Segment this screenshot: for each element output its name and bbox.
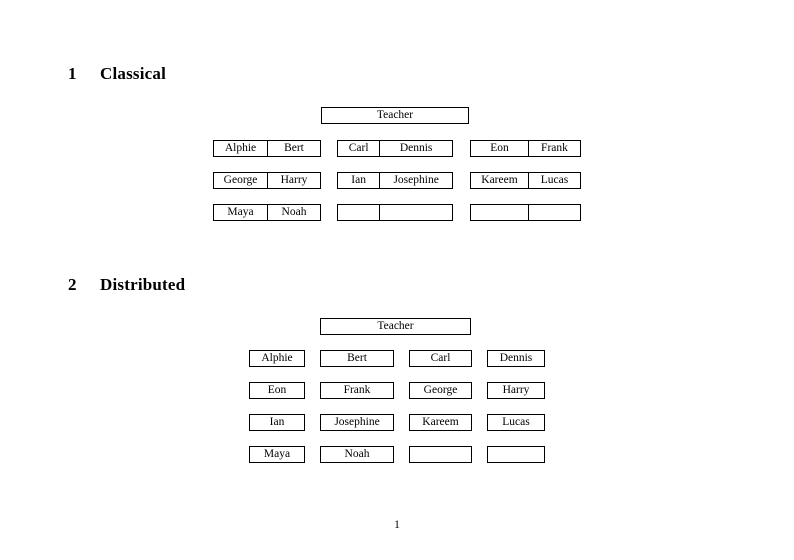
node-cell[interactable]: Dennis — [379, 141, 452, 156]
section-number: 1 — [68, 64, 77, 83]
distributed-node[interactable]: Eon — [249, 382, 305, 399]
node-cell[interactable]: Alphie — [224, 142, 257, 154]
distributed-node[interactable] — [487, 446, 545, 463]
classical-group-3-row-1[interactable]: Eon Frank — [470, 140, 581, 157]
distributed-node[interactable]: Bert — [320, 350, 394, 367]
classical-group-2-row-3[interactable] — [337, 204, 453, 221]
node-cell[interactable] — [338, 205, 379, 220]
node-cell[interactable]: Kareem — [481, 174, 518, 186]
classical-teacher-node[interactable]: Teacher — [321, 107, 469, 124]
node-cell[interactable]: Harry — [266, 173, 320, 188]
distributed-node[interactable]: Ian — [249, 414, 305, 431]
distributed-node[interactable]: George — [409, 382, 472, 399]
section-title: Classical — [100, 64, 167, 83]
section-title: Distributed — [100, 275, 186, 294]
distributed-node[interactable]: Lucas — [487, 414, 545, 431]
node-cell[interactable] — [379, 205, 452, 220]
node-cell[interactable]: Josephine — [379, 173, 452, 188]
page-number: 1 — [394, 519, 400, 531]
node-cell[interactable] — [471, 205, 528, 220]
node-cell[interactable]: Lucas — [527, 173, 580, 188]
node-cell[interactable]: Maya — [227, 206, 254, 218]
node-cell[interactable]: Ian — [351, 174, 366, 186]
section-heading-classical: 1 Classical — [68, 64, 166, 84]
node-cell[interactable]: Carl — [348, 142, 369, 154]
node-cell[interactable]: Noah — [266, 205, 320, 220]
node-cell[interactable]: Frank — [527, 141, 580, 156]
distributed-teacher-node[interactable]: Teacher — [320, 318, 471, 335]
node-cell[interactable]: Eon — [490, 142, 509, 154]
classical-group-1-row-2[interactable]: George Harry — [213, 172, 321, 189]
classical-group-2-row-2[interactable]: Ian Josephine — [337, 172, 453, 189]
distributed-node[interactable]: Alphie — [249, 350, 305, 367]
distributed-node[interactable]: Kareem — [409, 414, 472, 431]
distributed-node[interactable]: Maya — [249, 446, 305, 463]
classical-group-3-row-2[interactable]: Kareem Lucas — [470, 172, 581, 189]
distributed-node[interactable]: Noah — [320, 446, 394, 463]
distributed-node[interactable]: Josephine — [320, 414, 394, 431]
distributed-node[interactable]: Harry — [487, 382, 545, 399]
distributed-node[interactable] — [409, 446, 472, 463]
classical-group-3-row-3[interactable] — [470, 204, 581, 221]
distributed-node[interactable]: Dennis — [487, 350, 545, 367]
distributed-node[interactable]: Frank — [320, 382, 394, 399]
node-cell[interactable]: George — [223, 174, 258, 186]
classical-group-2-row-1[interactable]: Carl Dennis — [337, 140, 453, 157]
section-number: 2 — [68, 275, 77, 294]
classical-group-1-row-1[interactable]: Alphie Bert — [213, 140, 321, 157]
classical-group-1-row-3[interactable]: Maya Noah — [213, 204, 321, 221]
distributed-node[interactable]: Carl — [409, 350, 472, 367]
node-cell[interactable]: Bert — [266, 141, 320, 156]
section-heading-distributed: 2 Distributed — [68, 275, 185, 295]
node-cell[interactable] — [527, 205, 580, 220]
